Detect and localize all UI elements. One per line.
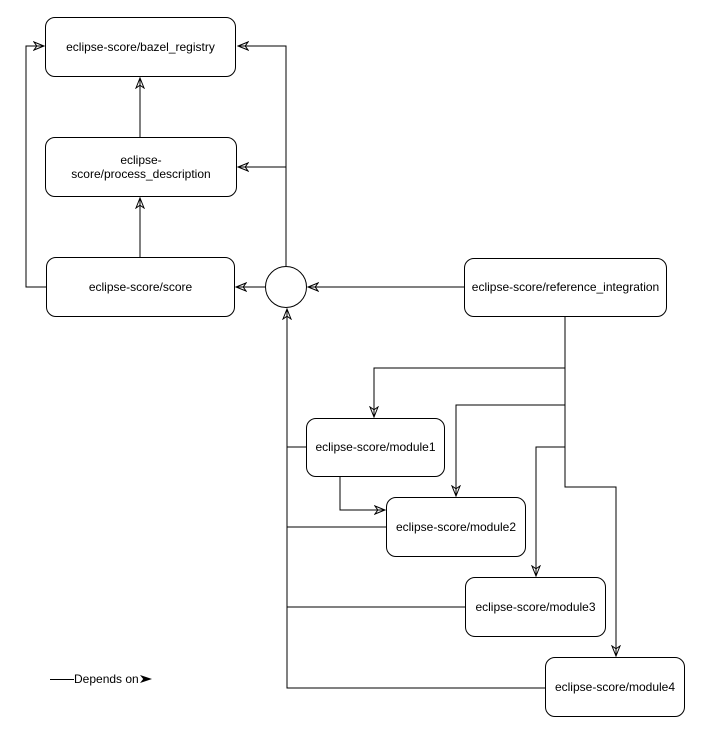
node-process-description: eclipse-score/process_description: [45, 137, 237, 197]
legend-label: Depends on: [74, 672, 139, 686]
edge-module1-to-module2: [339, 477, 385, 510]
node-junction-circle: [265, 266, 307, 308]
node-module4-label: eclipse-score/module4: [554, 679, 676, 694]
node-module2: eclipse-score/module2: [386, 497, 526, 557]
legend: Depends on: [50, 671, 154, 687]
edge-score-to-bazel-registry: [25, 46, 46, 288]
node-bazel-registry-label: eclipse-score/bazel_registry: [66, 39, 215, 54]
node-bazel-registry: eclipse-score/bazel_registry: [45, 17, 236, 77]
edge-junction-to-bazel-registry: [238, 46, 287, 266]
node-process-description-label: eclipse-score/process_description: [71, 152, 211, 181]
edge-reference-integration-to-module1: [374, 367, 565, 417]
node-score: eclipse-score/score: [46, 257, 235, 317]
node-reference-integration-label: eclipse-score/reference_integration: [471, 280, 660, 295]
node-module1: eclipse-score/module1: [306, 418, 445, 477]
node-module3: eclipse-score/module3: [465, 577, 606, 637]
node-module1-label: eclipse-score/module1: [315, 440, 436, 455]
node-reference-integration: eclipse-score/reference_integration: [464, 258, 667, 317]
node-module4: eclipse-score/module4: [545, 657, 685, 717]
node-score-label: eclipse-score/score: [88, 279, 193, 294]
node-module3-label: eclipse-score/module3: [475, 599, 596, 614]
edge-modules-trunk-to-junction: [287, 309, 545, 689]
legend-line: [50, 678, 74, 680]
edge-reference-integration-to-module3: [536, 446, 565, 576]
edge-reference-integration-to-module2: [456, 404, 565, 496]
legend-arrow-icon: [139, 675, 152, 683]
edge-reference-integration-to-module4: [564, 317, 616, 656]
node-module2-label: eclipse-score/module2: [395, 519, 517, 534]
